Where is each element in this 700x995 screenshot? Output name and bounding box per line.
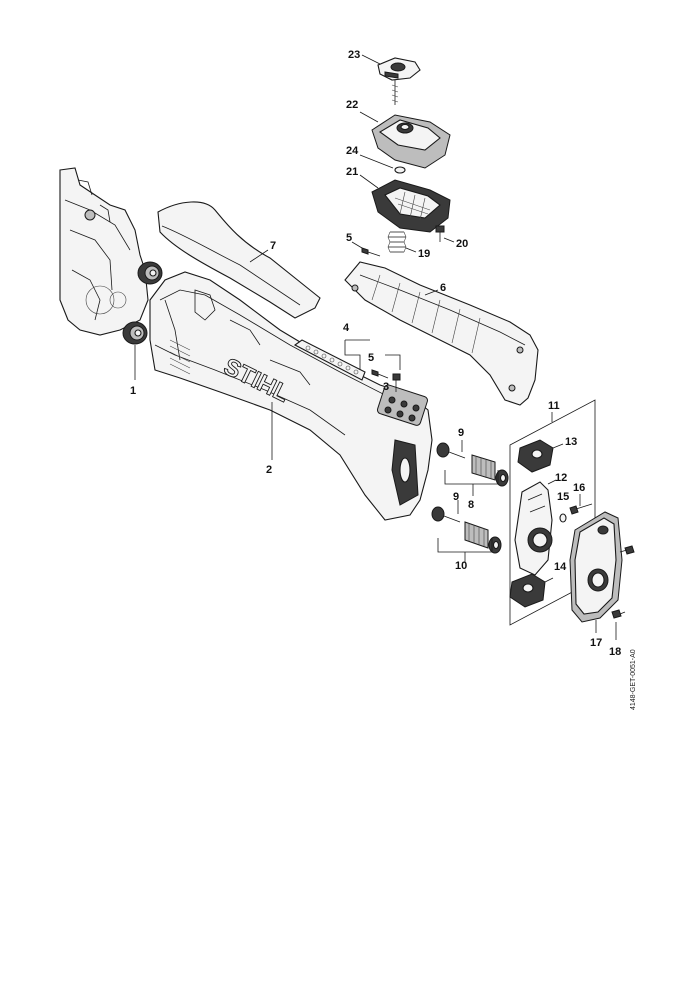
callout-15: 15 [557, 491, 570, 503]
grid-block [384, 396, 420, 422]
part-17-cover-plate [569, 511, 623, 623]
part-6-side-cover [344, 261, 539, 406]
part-19-spring [387, 231, 407, 253]
callout-8: 8 [468, 499, 475, 511]
part-9-screw-upper [436, 442, 466, 459]
part-24-o-ring [394, 166, 406, 174]
part-4-slotted-bar [293, 339, 366, 381]
part-18-screw-upper [619, 545, 635, 555]
callout-13: 13 [565, 436, 578, 448]
callout-5-upper: 5 [346, 232, 353, 244]
callout-1: 1 [130, 385, 137, 397]
callout-17: 17 [590, 637, 603, 649]
callout-9-upper: 9 [458, 427, 465, 439]
callout-20: 20 [456, 238, 469, 250]
part-10-spring-lower [464, 521, 502, 554]
callout-11: 11 [548, 400, 560, 412]
callout-9-lower: 9 [453, 491, 460, 503]
part-8-spring-upper [471, 454, 509, 487]
part-16-screw [569, 503, 593, 515]
callout-12: 12 [555, 472, 568, 484]
part-12-bracket [514, 481, 553, 576]
callout-4: 4 [343, 322, 350, 334]
callout-6: 6 [440, 282, 447, 294]
callout-18: 18 [609, 646, 622, 658]
drawing-code: 4148-GET-0051-A0 [630, 649, 637, 710]
part-1-damper-lower [122, 321, 148, 345]
vent-slots [169, 339, 191, 375]
part-7-handle-cover [157, 201, 321, 319]
callout-21: 21 [346, 166, 359, 178]
part-22-cap [371, 114, 451, 169]
part-14-rubber-cap [509, 573, 546, 608]
callout-23: 23 [348, 49, 361, 61]
part-21-housing-top [371, 179, 451, 233]
part-20-screw [435, 225, 445, 242]
part-9-screw-lower [431, 506, 461, 523]
callout-3: 3 [383, 381, 390, 393]
part-3-screw [392, 373, 401, 392]
callout-7: 7 [270, 240, 277, 252]
callout-16: 16 [573, 482, 586, 494]
part-1-damper-upper [137, 261, 163, 285]
callout-22: 22 [346, 99, 359, 111]
callout-19: 19 [418, 248, 431, 260]
callout-14: 14 [554, 561, 567, 573]
part-13-rubber-cap [517, 439, 554, 473]
callout-24: 24 [346, 145, 359, 157]
part-5-screw-upper [361, 247, 381, 257]
part-5-screw-lower [371, 369, 389, 379]
callout-5-lower: 5 [368, 352, 375, 364]
part-18-screw-lower [611, 609, 626, 619]
callout-10: 10 [455, 560, 468, 572]
engine-fragment [59, 167, 149, 336]
part-23-knob [377, 57, 421, 105]
part-2-handle-housing [149, 271, 433, 521]
callout-2: 2 [266, 464, 273, 476]
part-15-washer [559, 513, 567, 523]
